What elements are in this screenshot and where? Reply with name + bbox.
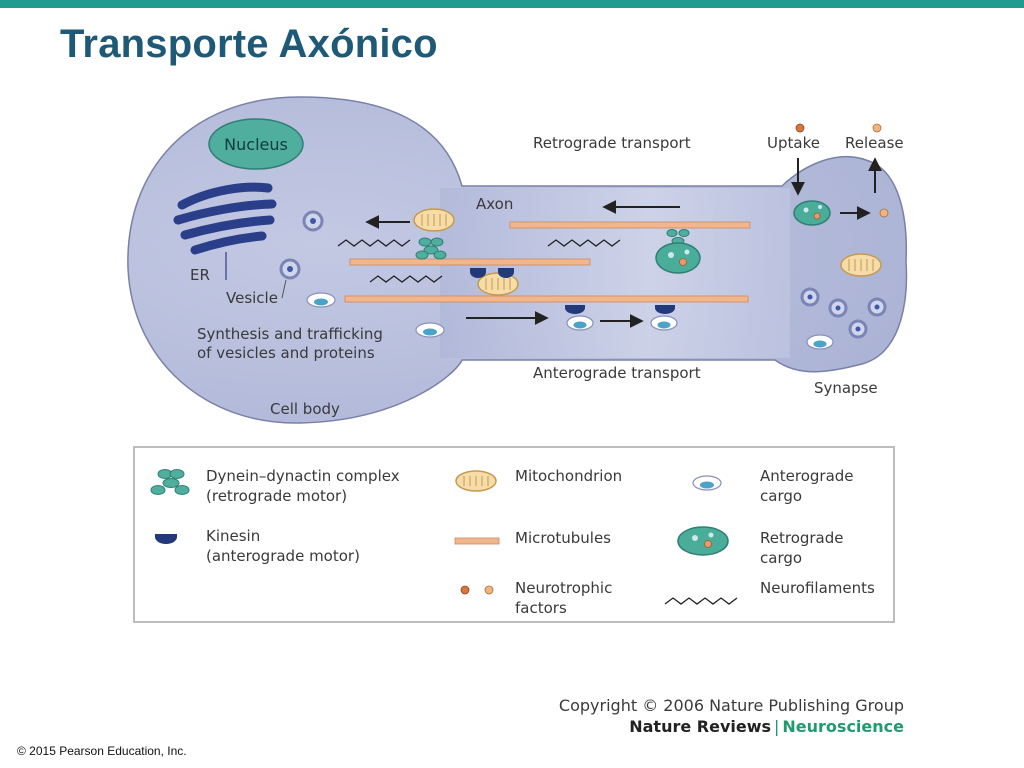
neurofilament	[547, 239, 621, 247]
retrograde-cargo-icon	[677, 526, 729, 556]
neurofilament-icon	[664, 597, 738, 605]
nucleus-label: Nucleus	[224, 135, 288, 154]
er-shape	[173, 182, 277, 255]
slide-title: Transporte Axónico	[60, 22, 438, 66]
anterograde-cargo	[415, 322, 445, 338]
journal-section: Neuroscience	[782, 717, 904, 736]
microtubule-icon	[454, 537, 500, 545]
neurotrophic-factors-icon	[460, 585, 494, 595]
anterograde-cargo-icon	[692, 475, 722, 491]
synaptic-vesicle-cores	[807, 294, 880, 332]
anterograde-transport-label: Anterograde transport	[533, 364, 701, 382]
source-copyright: Copyright © 2006 Nature Publishing Group	[558, 696, 904, 715]
retrograde-cargo	[655, 242, 701, 274]
legend-kinesin: Kinesin (anterograde motor)	[206, 526, 360, 566]
mitochondrion	[413, 208, 455, 232]
synthesis-label-line2: of vesicles and proteins	[197, 344, 375, 362]
legend-neurotrophic-line1: Neurotrophic	[515, 579, 613, 597]
legend-dynein: Dynein–dynactin complex (retrograde moto…	[206, 466, 400, 506]
journal-name: Nature Reviews	[629, 717, 772, 736]
anterograde-cargo	[306, 292, 336, 308]
legend-neurotrophic-line2: factors	[515, 599, 567, 617]
neurotrophic-factor	[795, 123, 805, 133]
legend-dynein-line2: (retrograde motor)	[206, 487, 348, 505]
nucleus-shape	[208, 118, 304, 170]
synaptic-vesicles	[800, 287, 887, 339]
neurotrophic-factor	[872, 123, 882, 133]
kinesin-motor	[565, 305, 585, 314]
cell-body-label: Cell body	[270, 400, 340, 418]
neurotrophic-factor	[879, 208, 889, 218]
release-label: Release	[845, 134, 904, 152]
anterograde-cargo	[806, 334, 834, 350]
legend-dynein-line1: Dynein–dynactin complex	[206, 467, 400, 485]
neurofilament	[337, 239, 411, 247]
legend-microtubules: Microtubules	[515, 529, 611, 547]
slide-top-accent-bar	[0, 0, 1024, 8]
diagram-legend: Dynein–dynactin complex (retrograde moto…	[133, 446, 895, 623]
legend-retrograde-line1: Retrograde	[760, 529, 844, 547]
kinesin-motor	[655, 305, 675, 314]
source-journal: Nature Reviews|Neuroscience	[554, 717, 904, 736]
retrograde-cargo	[793, 200, 831, 226]
legend-neurofilaments: Neurofilaments	[760, 579, 875, 597]
mitochondrion-icon	[455, 470, 497, 492]
legend-anterograde-cargo: Anterograde cargo	[760, 466, 854, 506]
axon-label: Axon	[476, 195, 513, 213]
legend-neurotrophic: Neurotrophic factors	[515, 578, 612, 618]
microtubule	[344, 295, 749, 303]
kinesin-icon	[155, 534, 177, 544]
synthesis-label-line1: Synthesis and trafficking	[197, 325, 383, 343]
legend-anterograde-line2: cargo	[760, 487, 803, 505]
legend-kinesin-line1: Kinesin	[206, 527, 261, 545]
vesicle-pointer-line	[281, 279, 287, 299]
anterograde-cargo	[650, 315, 678, 331]
mitochondrion	[477, 272, 519, 296]
vesicle	[279, 258, 301, 280]
er-label: ER	[190, 266, 210, 284]
neuron-axonal-transport-diagram: Nucleus ER Vesicle Synthesis and traffic…	[127, 96, 908, 424]
legend-mitochondrion: Mitochondrion	[515, 467, 623, 485]
legend-anterograde-line1: Anterograde	[760, 467, 854, 485]
vesicle	[302, 210, 324, 232]
footer-copyright: © 2015 Pearson Education, Inc.	[17, 744, 187, 758]
neurofilament	[369, 275, 443, 283]
mitochondrion	[840, 253, 882, 277]
retrograde-transport-label: Retrograde transport	[533, 134, 691, 152]
legend-retrograde-line2: cargo	[760, 549, 803, 567]
kinesin-motor	[470, 268, 514, 278]
vesicle-label: Vesicle	[226, 289, 278, 307]
microtubule	[349, 258, 591, 266]
dynein-dynactin-complex	[415, 237, 447, 260]
legend-retrograde-cargo: Retrograde cargo	[760, 528, 844, 568]
legend-kinesin-line2: (anterograde motor)	[206, 547, 360, 565]
microtubule	[509, 221, 751, 229]
dynein-dynactin-complex-icon	[150, 469, 190, 495]
anterograde-cargo	[566, 315, 594, 331]
journal-separator: |	[774, 717, 780, 736]
synapse-label: Synapse	[814, 379, 878, 397]
uptake-label: Uptake	[767, 134, 820, 152]
